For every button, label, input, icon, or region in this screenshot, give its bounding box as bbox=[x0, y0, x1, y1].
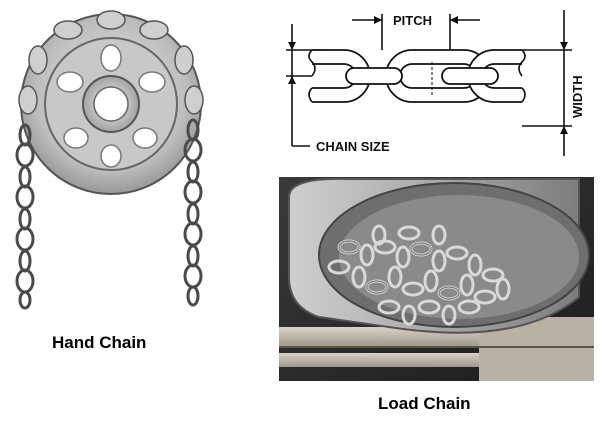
bucket-of-chain-icon bbox=[279, 177, 594, 381]
load-chain-caption: Load Chain bbox=[378, 394, 471, 413]
chain-dimension-diagram: PITCH CHAIN SIZE WIDTH bbox=[282, 6, 597, 166]
chain-size-label: CHAIN SIZE bbox=[316, 139, 390, 154]
hand-chain-illustration bbox=[0, 0, 230, 320]
width-label: WIDTH bbox=[570, 75, 585, 118]
load-chain-photo bbox=[279, 177, 594, 381]
chain-diagram-icon: PITCH CHAIN SIZE WIDTH bbox=[286, 10, 585, 156]
pulley-wheel-icon bbox=[15, 10, 204, 310]
hand-chain-caption: Hand Chain bbox=[52, 333, 147, 352]
pitch-label: PITCH bbox=[393, 13, 432, 28]
